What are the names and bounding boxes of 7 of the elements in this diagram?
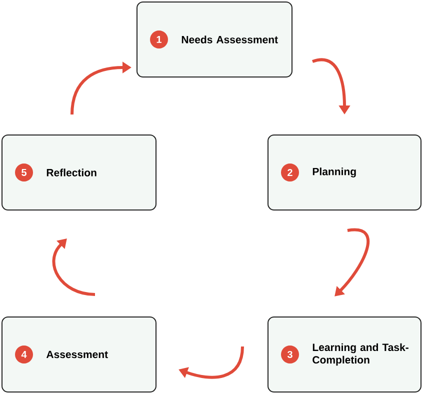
- curved-arrow: [334, 228, 370, 296]
- number-badge: 1: [150, 30, 168, 48]
- number-badge: 3: [281, 345, 299, 364]
- number-badge: 4: [15, 345, 33, 364]
- number-badge: 5: [15, 164, 33, 182]
- curved-arrow: [52, 238, 96, 296]
- number-badge: 2: [281, 164, 299, 182]
